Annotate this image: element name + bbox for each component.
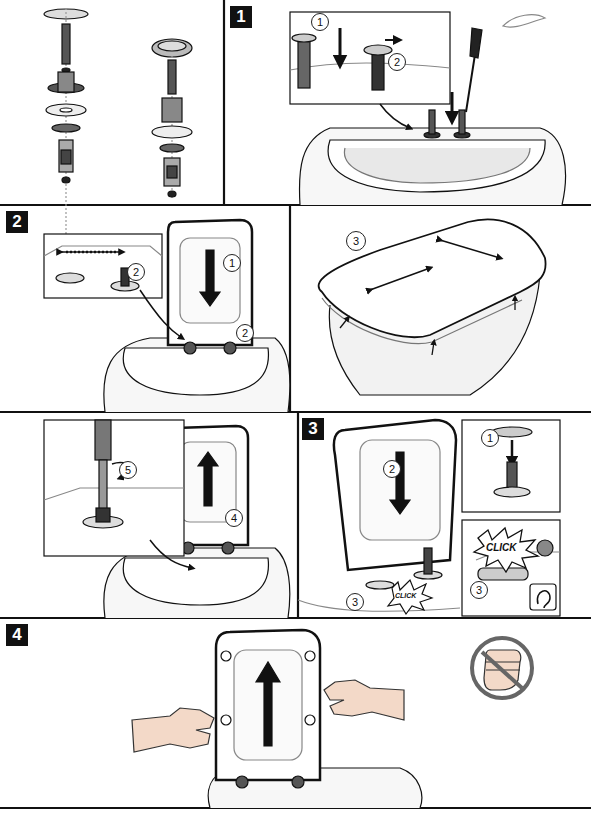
step-number: 3 (302, 418, 324, 440)
number-text: 1 (229, 257, 235, 269)
callout-number: 2 (383, 460, 401, 478)
callout-number: 1 (481, 429, 499, 447)
number-text: 4 (231, 512, 237, 524)
number-text: 1 (236, 7, 245, 27)
number-text: 3 (353, 235, 359, 247)
number-text: 2 (12, 212, 21, 232)
callout-number: 3 (470, 581, 488, 599)
number-text: 2 (394, 56, 400, 68)
seat-clicking (298, 420, 560, 616)
seat-removal-check (132, 630, 532, 808)
number-text: 4 (12, 625, 21, 645)
number-text: 3 (308, 419, 317, 439)
callout-number: 3 (346, 231, 366, 251)
click-label: CLICK (486, 542, 517, 553)
number-text: 3 (352, 596, 358, 608)
number-text: 3 (476, 584, 482, 596)
callout-number: 3 (346, 593, 364, 611)
number-text: 2 (133, 266, 139, 278)
seat-alignment (319, 220, 546, 395)
callout-number: 2 (236, 324, 254, 342)
step-number: 2 (6, 211, 28, 233)
number-text: 1 (317, 16, 323, 28)
number-text: 1 (487, 432, 493, 444)
panel-frame (0, 0, 591, 808)
step-number: 4 (6, 624, 28, 646)
number-text: 2 (242, 327, 248, 339)
callout-number: 2 (388, 53, 406, 71)
number-text: 2 (389, 463, 395, 475)
callout-number: 4 (225, 509, 243, 527)
callout-number: 5 (119, 461, 137, 479)
callout-number: 1 (311, 13, 329, 31)
number-text: 5 (125, 464, 131, 476)
step-number: 1 (230, 6, 252, 28)
seat-placement (44, 220, 290, 412)
callout-number: 2 (127, 263, 145, 281)
seat-fastening (44, 420, 290, 618)
bowl-fixing (290, 12, 566, 205)
click-label: CLICK (395, 592, 416, 599)
callout-number: 1 (223, 254, 241, 272)
